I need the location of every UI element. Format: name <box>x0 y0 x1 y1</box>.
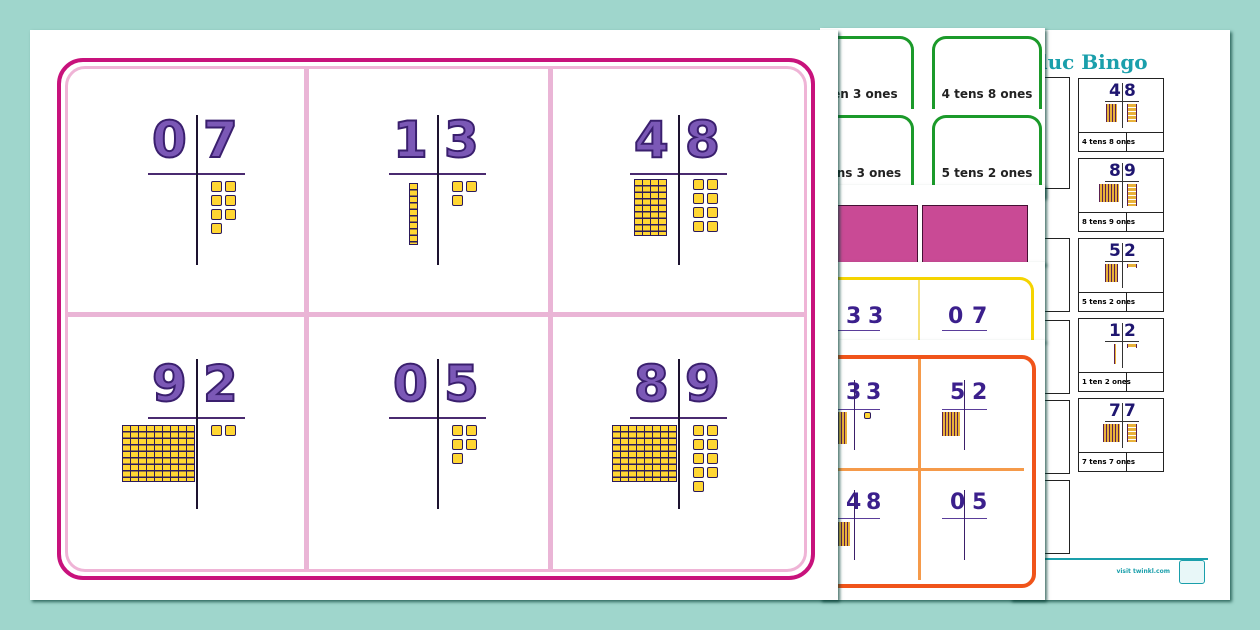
tens-digit: 0 <box>151 111 188 169</box>
place-value-cell: 4 8 <box>630 111 730 275</box>
tens-digit: 0 <box>950 490 966 515</box>
ones-digit: 2 <box>972 380 988 405</box>
tens-rods <box>1105 264 1118 282</box>
bingo-card: 5 2 5 tens 2 ones <box>1078 238 1164 312</box>
tens-digit: 1 <box>392 111 429 169</box>
tens-digit: 0 <box>948 304 964 329</box>
word-card-label: tens 3 ones <box>822 166 902 180</box>
ones-digit: 3 <box>868 304 884 329</box>
twinkl-logo-icon <box>1179 560 1205 584</box>
tens-rods <box>1106 104 1117 122</box>
yellow-board-sheet: 3 3 0 7 <box>810 262 1045 360</box>
word-card: 5 tens 2 ones <box>932 115 1042 188</box>
ones-digit: 8 <box>684 111 721 169</box>
ones-cubes <box>1127 184 1137 206</box>
bingo-card: 8 9 8 tens 9 ones <box>1078 158 1164 232</box>
bingo-card-label: 1 ten 2 ones <box>1082 378 1131 386</box>
ones-digit: 9 <box>1124 161 1136 181</box>
ones-digit: 2 <box>1124 321 1136 341</box>
tens-digit: 7 <box>1109 401 1121 421</box>
tens-digit: 4 <box>633 111 670 169</box>
tens-digit: 3 <box>846 304 862 329</box>
tens-digit: 5 <box>1109 241 1121 261</box>
main-board-sheet: 0 7 1 3 4 8 <box>30 30 838 600</box>
main-board-frame: 0 7 1 3 4 8 <box>57 58 815 580</box>
ones-digit: 7 <box>202 111 239 169</box>
bingo-card-label: 4 tens 8 ones <box>1082 138 1136 146</box>
tens-digit: 1 <box>1109 321 1121 341</box>
bingo-card: 7 7 7 tens 7 ones <box>1078 398 1164 472</box>
word-card-label: 4 tens 8 ones <box>941 87 1033 101</box>
footer-url: visit twinkl.com <box>1116 568 1170 575</box>
tens-rods <box>1099 184 1119 202</box>
ones-digit: 5 <box>443 355 480 413</box>
ones-digit: 9 <box>684 355 721 413</box>
tens-digit: 4 <box>1109 81 1121 101</box>
tens-digit: 0 <box>392 355 429 413</box>
ones-digit: 2 <box>1124 241 1136 261</box>
pink-card <box>922 205 1028 265</box>
word-card: 4 tens 8 ones <box>932 36 1042 109</box>
ones-cubes <box>1127 344 1137 348</box>
orange-board-sheet: 3 3 5 2 4 8 0 5 <box>810 340 1045 600</box>
ones-cubes <box>1127 264 1137 268</box>
tens-rods <box>1114 344 1116 364</box>
bingo-card: 1 2 1 ten 2 ones <box>1078 318 1164 392</box>
tens-rods <box>1103 424 1120 442</box>
place-value-cell: 1 3 <box>389 111 489 275</box>
tens-digit: 5 <box>950 380 966 405</box>
ones-digit: 8 <box>866 490 882 515</box>
bingo-card-label: 7 tens 7 ones <box>1082 458 1136 466</box>
ones-digit: 7 <box>1124 401 1136 421</box>
bingo-title: luc Bingo <box>1040 50 1148 74</box>
footer-divider <box>1025 558 1208 560</box>
place-value-cell: 0 7 <box>148 111 248 275</box>
ones-digit: 3 <box>443 111 480 169</box>
ones-digit: 5 <box>972 490 988 515</box>
word-card-label: ten 3 ones <box>826 87 898 101</box>
bingo-card: 4 8 4 tens 8 ones <box>1078 78 1164 152</box>
place-value-cell: 9 2 <box>122 355 248 519</box>
pink-cards-sheet <box>820 185 1045 265</box>
bingo-card-label: 5 tens 2 ones <box>1082 298 1136 306</box>
ones-digit: 8 <box>1124 81 1136 101</box>
ones-cubes <box>1127 104 1137 122</box>
word-cards-sheet: ten 3 ones 4 tens 8 ones tens 3 ones 5 t… <box>810 28 1045 198</box>
tens-digit: 3 <box>846 380 861 405</box>
ones-cubes <box>1127 424 1137 442</box>
tens-digit: 4 <box>846 490 861 515</box>
tens-digit: 9 <box>151 355 188 413</box>
ones-digit: 2 <box>202 355 239 413</box>
ones-digit: 7 <box>972 304 988 329</box>
place-value-cell: 8 9 <box>612 355 730 519</box>
tens-digit: 8 <box>1109 161 1121 181</box>
tens-digit: 8 <box>633 355 670 413</box>
place-value-cell: 0 5 <box>389 355 489 519</box>
word-card-label: 5 tens 2 ones <box>941 166 1033 180</box>
ones-digit: 3 <box>866 380 882 405</box>
bingo-card-label: 8 tens 9 ones <box>1082 218 1136 226</box>
